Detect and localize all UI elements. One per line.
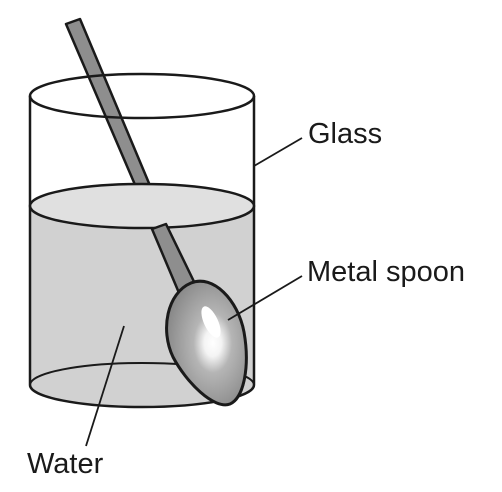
water-label: Water bbox=[27, 448, 104, 480]
glass-bottom-front bbox=[28, 384, 256, 409]
glass-leader-line bbox=[253, 137, 303, 167]
water-surface bbox=[28, 182, 256, 230]
metal-spoon-label: Metal spoon bbox=[307, 256, 465, 288]
glass-label: Glass bbox=[308, 118, 383, 150]
spoon-highlight bbox=[201, 306, 221, 338]
spoon-bowl bbox=[165, 279, 248, 407]
spoon-leader-line bbox=[227, 275, 303, 321]
glass-rim bbox=[28, 72, 256, 120]
water-leader-line bbox=[85, 325, 125, 447]
